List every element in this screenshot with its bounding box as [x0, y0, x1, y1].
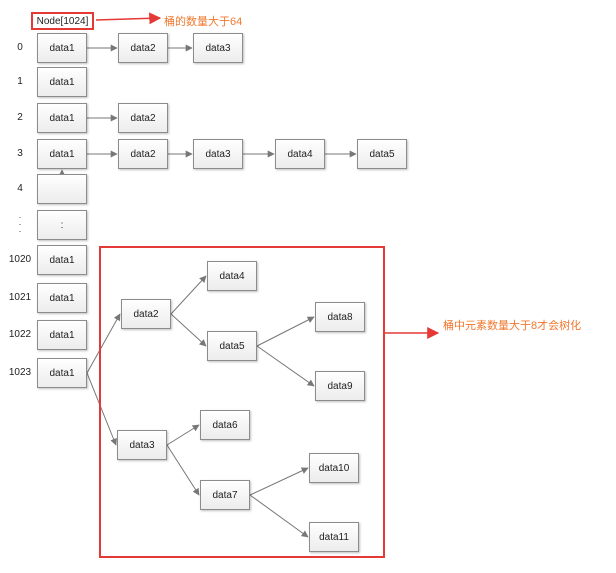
tree-node: data3: [117, 430, 167, 460]
list-node: data3: [193, 139, 243, 169]
tree-node: data5: [207, 331, 257, 361]
tree-edge: [86, 372, 117, 446]
tree-node: data9: [315, 371, 365, 401]
tree-edge: [256, 316, 315, 347]
tree-edge: [249, 494, 309, 538]
list-node: data2: [118, 33, 168, 63]
tree-node: data2: [121, 299, 171, 329]
tree-edge: [166, 424, 200, 446]
bucket-index: 1020: [8, 254, 32, 265]
tree-edge: [256, 345, 315, 387]
bucket-head-node: data1: [37, 139, 87, 169]
bucket-head-node: data1: [37, 33, 87, 63]
bucket-index: 0: [17, 42, 23, 53]
bucket-index: 2: [17, 112, 23, 123]
bucket-index: 1: [17, 76, 23, 87]
tree-edge: [86, 313, 121, 374]
tree-node: data8: [315, 302, 365, 332]
tree-node: data6: [200, 410, 250, 440]
bucket-head-node: [37, 174, 87, 204]
bucket-head-node: data1: [37, 320, 87, 350]
bucket-index: 3: [17, 148, 23, 159]
bucket-head-node: data1: [37, 245, 87, 275]
treeify-highlight-frame: [99, 246, 385, 558]
tree-node: data10: [309, 453, 359, 483]
tree-node: data7: [200, 480, 250, 510]
tree-node: data4: [207, 261, 257, 291]
list-node: data4: [275, 139, 325, 169]
tree-edge: [166, 444, 200, 496]
bucket-head-node: data1: [37, 103, 87, 133]
bucket-head-node: data1: [37, 358, 87, 388]
bucket-index: 1023: [8, 367, 32, 378]
tree-edge: [170, 313, 207, 347]
bucket-count-note: 桶的数量大于64: [164, 16, 243, 28]
treeify-note: 桶中元素数量大于8才会树化: [443, 320, 582, 332]
bucket-head-node: data1: [37, 67, 87, 97]
bucket-head-node: data1: [37, 283, 87, 313]
list-node: data2: [118, 103, 168, 133]
bucket-index: 1022: [8, 329, 32, 340]
list-node: data3: [193, 33, 243, 63]
bucket-index: 4: [17, 183, 23, 194]
list-node: data2: [118, 139, 168, 169]
tree-edge: [249, 467, 309, 496]
header-arrow: [95, 12, 162, 25]
tree-edge: [170, 275, 207, 315]
bucket-index: 1021: [8, 292, 32, 303]
node-array-title: Node[1024]: [31, 12, 94, 30]
list-node: data5: [357, 139, 407, 169]
bucket-head-node: :: [37, 210, 87, 240]
index-ellipsis: ...: [18, 210, 22, 234]
tree-node: data11: [309, 522, 359, 552]
